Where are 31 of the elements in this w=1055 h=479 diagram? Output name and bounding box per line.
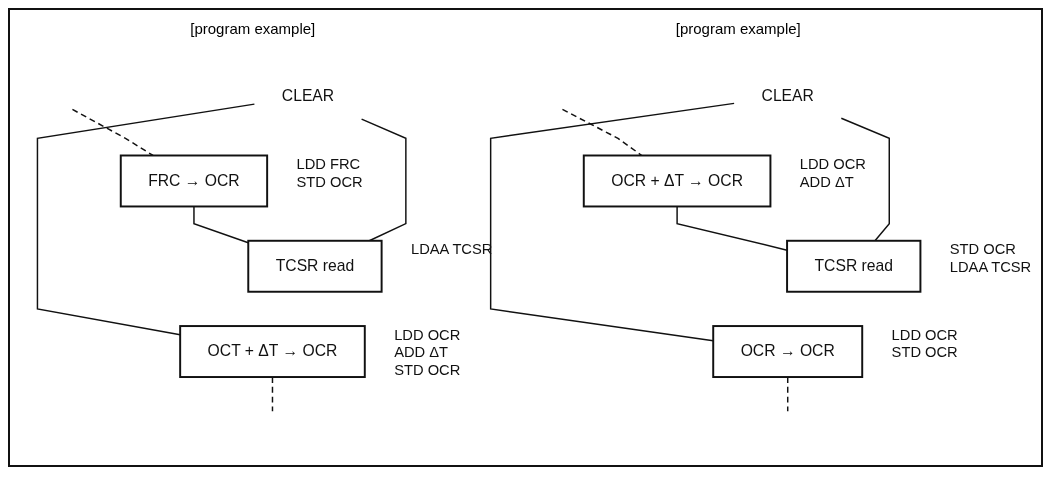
process-box: TCSR read	[247, 239, 383, 293]
assembly-code-line: ADD ΔT	[394, 344, 449, 361]
signal-label: CLEAR	[761, 86, 814, 104]
panel-heading: [program example]	[675, 20, 801, 39]
connector-line	[36, 103, 256, 336]
connector-line	[360, 118, 407, 242]
process-box: TCSR read	[786, 239, 922, 293]
panel-heading: [program example]	[190, 20, 316, 39]
assembly-code-line: ADD ΔT	[799, 173, 854, 190]
assembly-code-line: STD OCR	[949, 241, 1016, 258]
assembly-code-line: LDD OCR	[891, 326, 958, 343]
assembly-code-line: LDD OCR	[799, 156, 866, 173]
process-box: OCT + ΔT → OCR	[179, 325, 366, 378]
assembly-code-line: LDD OCR	[394, 326, 461, 343]
assembly-code-line: STD OCR	[296, 173, 363, 190]
signal-label: CLEAR	[281, 86, 335, 104]
dashed-connector	[787, 376, 789, 413]
process-box: FRC → OCR	[119, 154, 269, 208]
assembly-code-line: LDD FRC	[296, 156, 361, 173]
process-box: OCR → OCR	[712, 325, 864, 378]
connector-line	[676, 205, 788, 251]
connector-line	[193, 205, 249, 244]
connector-line	[489, 102, 735, 342]
process-box: OCR + ΔT → OCR	[582, 154, 772, 208]
assembly-code-line: STD OCR	[891, 344, 958, 361]
connector-line	[840, 117, 890, 242]
dashed-connector	[561, 108, 643, 157]
dashed-connector	[71, 108, 154, 157]
dashed-connector	[271, 376, 274, 413]
assembly-code-line: LDAA TCSR	[949, 259, 1032, 276]
assembly-code-line: STD OCR	[394, 362, 461, 379]
